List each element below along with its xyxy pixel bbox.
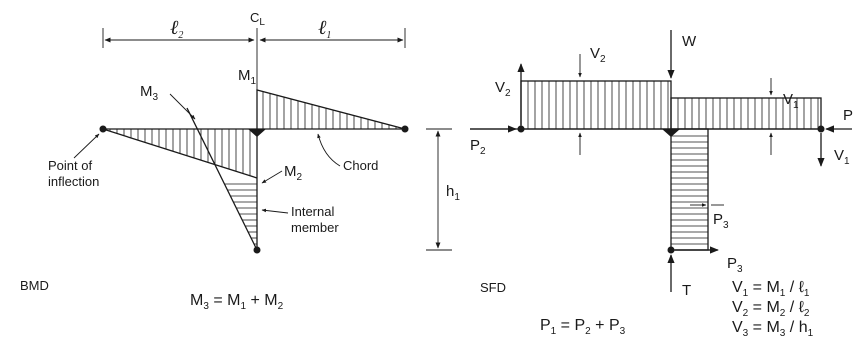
sfd-support-triangle [662,129,680,137]
left-slope [102,128,258,179]
label-m3: M3 [140,83,159,103]
node-left [99,125,107,133]
label-v2-top: V2 [590,45,606,65]
hatch-v1-region [677,98,819,129]
bmd-diagram: ℓ2 ℓ1 CL M1 M3 M2 Point of inflection Ch… [20,10,460,312]
sfd-equation-v1: V1 = M1 / ℓ1 [732,279,810,299]
label-p: P [843,107,853,124]
bmd-title: BMD [20,278,49,293]
label-v1-top: V1 [783,91,799,111]
sfd-equation-p: P1 = P2 + P3 [540,317,626,337]
node-bottom [253,246,261,254]
m2-leader [261,170,283,184]
support-triangle [248,129,266,137]
sfd-node-bottom [667,246,675,254]
label-internal-member-2: member [291,220,339,235]
label-point-of-inflection-1: Point of [48,158,92,173]
label-w: W [682,33,697,50]
chord-leader [317,133,341,167]
label-t: T [682,282,691,299]
bmd-equation: M3 = M1 + M2 [190,292,284,312]
label-m2: M2 [284,163,303,183]
sfd-equation-v2: V2 = M2 / ℓ2 [732,299,810,319]
label-p3-mid: P3 [713,211,729,231]
label-centerline: CL [250,10,265,28]
m3-internal-line [186,107,258,251]
hatch-v2-region [527,81,669,129]
v2-block [520,80,672,130]
inflection-leader [73,133,100,159]
hatch-m1-region [262,91,397,129]
internal-member-leader [261,208,289,214]
label-m1: M1 [238,67,257,87]
sfd-diagram: W T V2 V2 V1 V1 P2 P P3 P3 SFD P1 = P2 +… [470,30,853,339]
sfd-equation-v3: V3 = M3 / h1 [732,319,814,339]
label-p2: P2 [470,137,486,157]
label-v1-right: V1 [834,147,850,167]
hatch-p3-region [671,135,708,245]
label-l2: ℓ2 [170,17,183,41]
hatch-internal-region [224,183,257,245]
label-internal-member-1: Internal [291,204,334,219]
hatch-left-region [109,129,251,176]
m3-leader [169,93,196,120]
label-point-of-inflection-2: inflection [48,174,99,189]
m1-triangle [256,89,406,130]
label-h1: h1 [446,183,460,203]
label-v2-left: V2 [495,79,511,99]
sfd-node-right [817,125,825,133]
sfd-title: SFD [480,280,506,295]
label-l1: ℓ1 [318,17,331,41]
node-right [401,125,409,133]
label-p3-bottom: P3 [727,255,743,275]
label-chord: Chord [343,158,378,173]
sfd-node-left [517,125,525,133]
